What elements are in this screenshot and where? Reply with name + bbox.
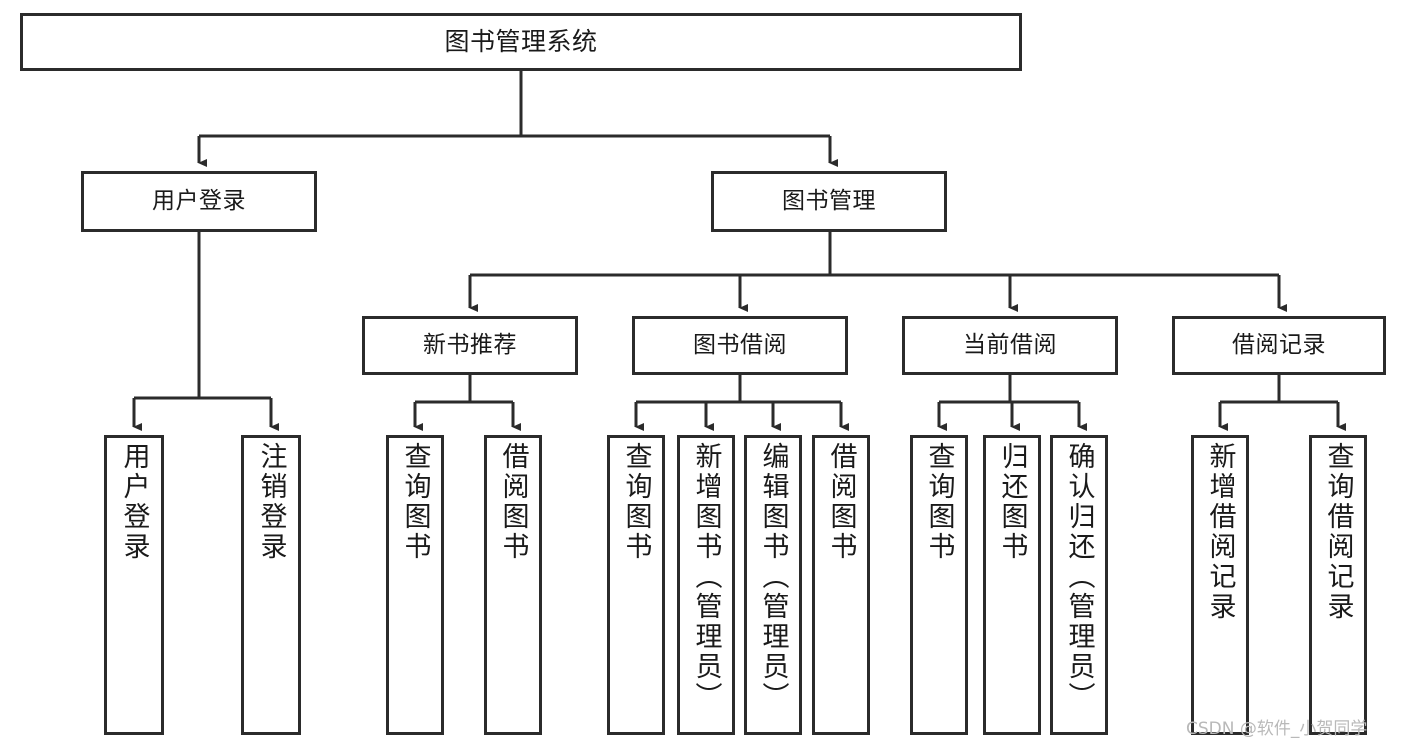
leaf-edit-book-admin[interactable]: 编辑图书（管理员） (744, 435, 802, 735)
leaf-confirm-return-admin[interactable]: 确认归还（管理员） (1050, 435, 1108, 735)
node-label: 查询图书 (923, 442, 955, 562)
node-label: 编辑图书（管理员） (757, 442, 789, 712)
leaf-user-login[interactable]: 用户登录 (104, 435, 164, 735)
leaf-add-book-admin[interactable]: 新增图书（管理员） (677, 435, 735, 735)
node-label: 确认归还（管理员） (1063, 442, 1095, 712)
node-book-borrow[interactable]: 图书借阅 (632, 316, 848, 375)
node-user-login[interactable]: 用户登录 (81, 171, 317, 232)
node-label: 借阅图书 (497, 442, 529, 562)
leaf-user-logout[interactable]: 注销登录 (241, 435, 301, 735)
leaf-query-book-recommend[interactable]: 查询图书 (386, 435, 444, 735)
node-label: 图书借阅 (693, 331, 787, 358)
node-label: 注销登录 (255, 442, 287, 562)
node-label: 用户登录 (152, 187, 246, 214)
node-new-book-recommend[interactable]: 新书推荐 (362, 316, 578, 375)
node-label: 图书管理 (782, 187, 876, 214)
node-label: 借阅记录 (1232, 331, 1326, 358)
node-label: 查询图书 (620, 442, 652, 562)
leaf-add-borrow-record[interactable]: 新增借阅记录 (1191, 435, 1249, 735)
node-label: 用户登录 (118, 442, 150, 562)
node-label: 查询借阅记录 (1322, 442, 1354, 622)
leaf-query-borrow-record[interactable]: 查询借阅记录 (1309, 435, 1367, 735)
node-label: 当前借阅 (963, 331, 1057, 358)
leaf-query-book-borrow[interactable]: 查询图书 (607, 435, 665, 735)
leaf-return-book[interactable]: 归还图书 (983, 435, 1041, 735)
node-borrow-record[interactable]: 借阅记录 (1172, 316, 1386, 375)
node-label: 查询图书 (399, 442, 431, 562)
node-label: 归还图书 (996, 442, 1028, 562)
watermark-text: CSDN @软件_小贺同学 (1186, 719, 1368, 739)
node-label: 借阅图书 (825, 442, 857, 562)
node-label: 新增借阅记录 (1204, 442, 1236, 622)
node-current-borrow[interactable]: 当前借阅 (902, 316, 1118, 375)
node-label: 图书管理系统 (444, 27, 598, 57)
node-label: 新书推荐 (423, 331, 517, 358)
leaf-query-book-current[interactable]: 查询图书 (910, 435, 968, 735)
node-book-management[interactable]: 图书管理 (711, 171, 947, 232)
leaf-borrow-book[interactable]: 借阅图书 (812, 435, 870, 735)
leaf-borrow-book-recommend[interactable]: 借阅图书 (484, 435, 542, 735)
node-label: 新增图书（管理员） (690, 442, 722, 712)
node-root-system[interactable]: 图书管理系统 (20, 13, 1022, 71)
